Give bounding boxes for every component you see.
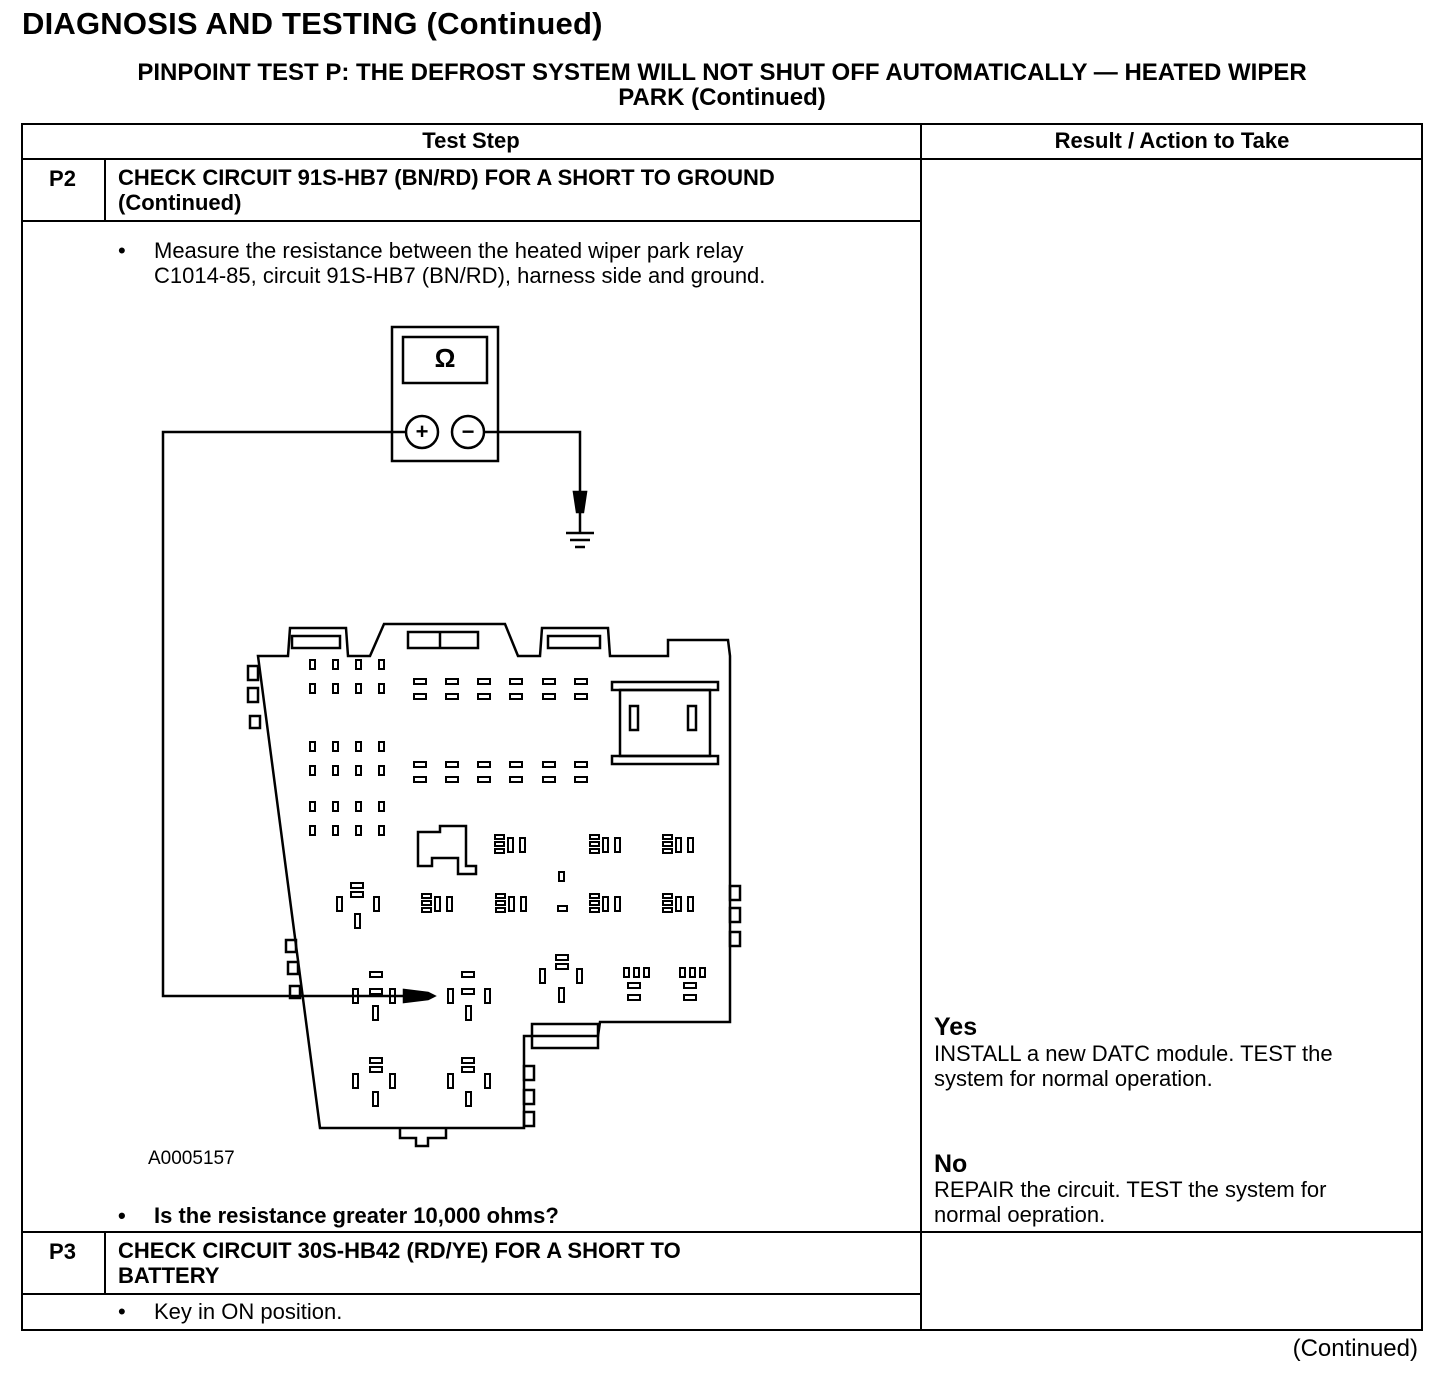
result-no-line2: normal oepration.: [934, 1202, 1106, 1227]
p2-instruction-line1: Measure the resistance between the heate…: [154, 238, 744, 263]
header-divider: [21, 158, 1423, 160]
result-yes-action: INSTALL a new DATC module. TEST the syst…: [934, 1041, 1414, 1091]
step-title-p3: CHECK CIRCUIT 30S-HB42 (RD/YE) FOR A SHO…: [118, 1238, 681, 1288]
step-title-p2-line2: (Continued): [118, 190, 242, 215]
p3-title-divider: [21, 1293, 922, 1295]
p2-id-divider: [104, 158, 106, 222]
ohmmeter: [390, 325, 500, 463]
pinpoint-test-title: PINPOINT TEST P: THE DEFROST SYSTEM WILL…: [22, 60, 1422, 110]
pinpoint-test-title-line2: PARK (Continued): [618, 84, 826, 111]
connector-c1014: [246, 622, 742, 1148]
p2-question: • Is the resistance greater 10,000 ohms?: [118, 1203, 908, 1229]
step-title-p3-line2: BATTERY: [118, 1263, 220, 1288]
p3-instruction-text: Key in ON position.: [154, 1299, 343, 1324]
negative-lead: [484, 430, 582, 492]
result-no-line1: REPAIR the circuit. TEST the system for: [934, 1177, 1327, 1202]
pinpoint-test-title-line1: PINPOINT TEST P: THE DEFROST SYSTEM WILL…: [137, 59, 1307, 86]
minus-icon: −: [461, 419, 475, 444]
bullet-glyph: •: [118, 238, 126, 263]
column-header-test-step: Test Step: [422, 128, 520, 153]
p2-instruction: • Measure the resistance between the hea…: [118, 238, 908, 290]
step-title-p3-line1: CHECK CIRCUIT 30S-HB42 (RD/YE) FOR A SHO…: [118, 1238, 681, 1263]
column-header-result: Result / Action to Take: [1054, 128, 1290, 153]
positive-lead: [161, 430, 420, 998]
test-table: [21, 123, 1423, 1331]
continued-note: (Continued): [1292, 1335, 1418, 1362]
column-divider: [920, 123, 922, 1331]
step-id-p3: P3: [49, 1239, 76, 1264]
page-title: DIAGNOSIS AND TESTING (Continued): [22, 6, 603, 41]
ohm-symbol: Ω: [434, 343, 456, 373]
bullet-glyph: •: [118, 1203, 126, 1228]
bullet-glyph: •: [118, 1299, 126, 1324]
step-title-p2-line1: CHECK CIRCUIT 91S-HB7 (BN/RD) FOR A SHOR…: [118, 165, 775, 190]
p3-id-divider: [104, 1231, 106, 1295]
positive-probe: [402, 988, 437, 1004]
result-yes-label: Yes: [934, 1013, 978, 1041]
figure-id: A0005157: [148, 1148, 235, 1169]
p2-instruction-line2: C1014-85, circuit 91S-HB7 (BN/RD), harne…: [154, 263, 766, 288]
ground-probe: [572, 490, 588, 514]
step-id-p2: P2: [49, 166, 76, 191]
connector-pins: [309, 659, 706, 1107]
p2-title-divider: [21, 220, 922, 222]
p2-question-text: Is the resistance greater 10,000 ohms?: [154, 1203, 559, 1228]
result-no-action: REPAIR the circuit. TEST the system for …: [934, 1177, 1414, 1227]
p3-instruction: • Key in ON position.: [118, 1299, 908, 1325]
result-yes-line1: INSTALL a new DATC module. TEST the: [934, 1041, 1333, 1066]
result-yes-line2: system for normal operation.: [934, 1066, 1213, 1091]
meter-display: [401, 335, 489, 385]
step-title-p2: CHECK CIRCUIT 91S-HB7 (BN/RD) FOR A SHOR…: [118, 165, 775, 215]
p3-row-divider: [21, 1231, 1423, 1233]
result-no-label: No: [934, 1150, 968, 1178]
plus-icon: +: [415, 419, 429, 444]
